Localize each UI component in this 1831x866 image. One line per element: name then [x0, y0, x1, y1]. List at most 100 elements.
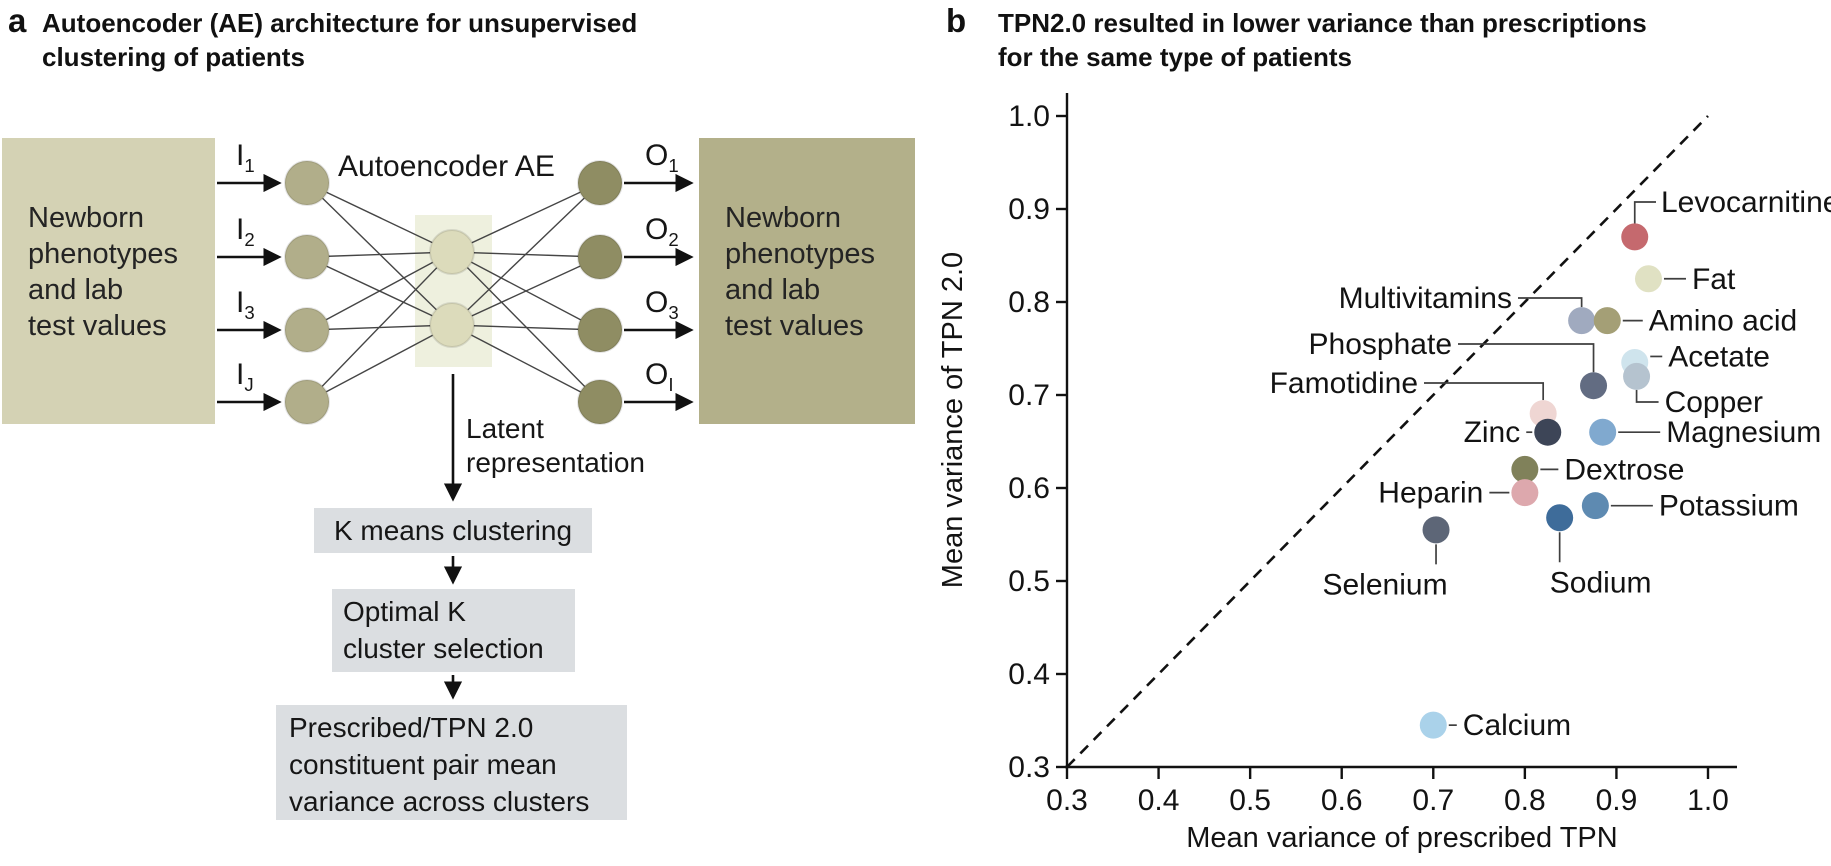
y-tick-label: 0.9 [1008, 193, 1050, 226]
label-line [1635, 389, 1659, 403]
input-box-line: Newborn [28, 202, 145, 234]
point-label-levocarnitine: Levocarnitine [1661, 186, 1831, 219]
x-tick-label: 0.6 [1321, 784, 1363, 817]
variance-line: constituent pair mean [289, 749, 557, 780]
point-label-potassium: Potassium [1659, 490, 1799, 523]
point-label-calcium: Calcium [1463, 709, 1571, 742]
panel-a-title-line1: Autoencoder (AE) architecture for unsupe… [42, 8, 638, 38]
point-label-sodium: Sodium [1550, 566, 1652, 599]
point-multivitamins [1568, 307, 1596, 335]
output-label-i: OI [645, 358, 674, 395]
x-axis-label: Mean variance of prescribed TPN [1186, 822, 1617, 854]
point-label-selenium: Selenium [1322, 568, 1447, 601]
input-nodes [284, 160, 330, 425]
y-tick-label: 0.5 [1008, 565, 1050, 598]
y-tick-label: 0.8 [1008, 286, 1050, 319]
autoencoder-label: Autoencoder AE [338, 150, 555, 183]
panel-b-title: TPN2.0 resulted in lower variance than p… [998, 6, 1647, 74]
point-label-zinc: Zinc [1464, 416, 1521, 449]
point-zinc [1534, 418, 1562, 446]
panel-a-title-line2: clustering of patients [42, 42, 305, 72]
variance-box: Prescribed/TPN 2.0 constituent pair mean… [276, 705, 627, 820]
x-tick-label: 0.7 [1412, 784, 1454, 817]
point-dextrose [1511, 455, 1539, 483]
x-tick-label: 0.3 [1046, 784, 1088, 817]
point-amino-acid [1593, 307, 1621, 335]
point-sodium [1546, 504, 1574, 532]
x-tick-label: 1.0 [1687, 784, 1729, 817]
point-selenium [1422, 516, 1450, 544]
output-data-box: Newborn phenotypes and lab test values [699, 138, 915, 424]
y-tick-label: 0.6 [1008, 472, 1050, 505]
output-box-line: and lab [725, 274, 821, 306]
panel-a-letter: a [8, 2, 27, 39]
point-calcium [1419, 711, 1447, 739]
label-line [1424, 382, 1545, 401]
y-axis-label: Mean variance of TPN 2.0 [937, 252, 969, 588]
encoder-connections [306, 182, 453, 403]
input-data-box-text: Newborn phenotypes and lab test values [28, 200, 178, 344]
panel-b: b TPN2.0 resulted in lower variance than… [937, 0, 1831, 866]
latent-representation-label: Latent representation [466, 412, 645, 480]
input-box-line: and lab [28, 274, 124, 306]
x-tick-label: 0.9 [1596, 784, 1638, 817]
input-box-line: test values [28, 310, 167, 342]
identity-line [1066, 115, 1709, 768]
panel-b-title-line2: for the same type of patients [998, 42, 1352, 72]
point-label-fat: Fat [1692, 263, 1736, 296]
panel-a-title: Autoencoder (AE) architecture for unsupe… [42, 6, 637, 74]
output-arrows [624, 173, 694, 412]
output-nodes [577, 160, 623, 425]
decoder-connections [451, 182, 601, 403]
point-magnesium [1589, 418, 1617, 446]
x-tick-label: 0.4 [1138, 784, 1180, 817]
point-label-copper: Copper [1665, 386, 1763, 419]
point-label-amino-acid: Amino acid [1649, 305, 1797, 338]
panel-b-letter: b [946, 2, 967, 39]
input-label-j: IJ [236, 358, 254, 395]
input-box-line: phenotypes [28, 238, 178, 270]
point-label-heparin: Heparin [1378, 477, 1483, 510]
point-fat [1634, 265, 1662, 293]
point-levocarnitine [1621, 223, 1649, 251]
panel-a: a Autoencoder (AE) architecture for unsu… [2, 2, 915, 820]
input-label-2: I2 [236, 213, 255, 250]
y-tick-label: 0.4 [1008, 658, 1050, 691]
x-tick-label: 0.5 [1229, 784, 1271, 817]
kmeans-box-label: K means clustering [333, 515, 573, 546]
output-label-1: O1 [645, 139, 679, 176]
input-arrows [217, 173, 282, 412]
point-copper [1623, 362, 1651, 390]
point-label-dextrose: Dextrose [1564, 453, 1684, 486]
y-tick-label: 0.7 [1008, 379, 1050, 412]
input-label-3: I3 [236, 286, 255, 323]
point-heparin [1511, 479, 1539, 507]
point-label-famotidine: Famotidine [1270, 367, 1418, 400]
output-box-line: test values [725, 310, 864, 342]
output-data-box-text: Newborn phenotypes and lab test values [725, 200, 875, 344]
optimal-k-box: Optimal K cluster selection [332, 589, 575, 672]
y-tick-label: 1.0 [1008, 100, 1050, 133]
output-label-3: O3 [645, 286, 679, 323]
input-data-box: Newborn phenotypes and lab test values [2, 138, 215, 424]
variance-line: variance across clusters [289, 786, 590, 817]
point-label-multivitamins: Multivitamins [1339, 282, 1512, 315]
autoencoder-diagram [217, 160, 694, 700]
point-phosphate [1580, 372, 1608, 400]
latent-label-line: Latent [466, 413, 544, 444]
optimal-k-line: cluster selection [343, 633, 544, 664]
latent-nodes [429, 229, 475, 348]
point-label-magnesium: Magnesium [1666, 416, 1821, 449]
output-box-line: Newborn [725, 202, 842, 234]
latent-label-line: representation [466, 447, 646, 478]
output-box-line: phenotypes [725, 238, 875, 270]
variance-line: Prescribed/TPN 2.0 [289, 712, 534, 743]
optimal-k-line: Optimal K [343, 596, 466, 627]
input-label-1: I1 [236, 139, 255, 176]
point-potassium [1581, 492, 1609, 520]
point-label-phosphate: Phosphate [1309, 328, 1452, 361]
kmeans-box: K means clustering [314, 508, 592, 553]
x-tick-label: 0.8 [1504, 784, 1546, 817]
